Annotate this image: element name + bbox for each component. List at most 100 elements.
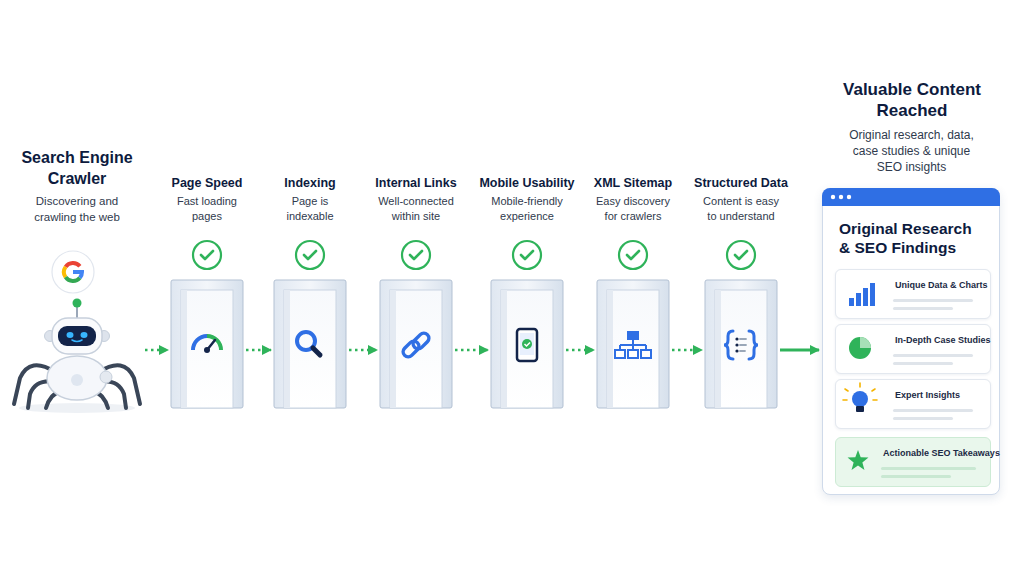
robot-crawler xyxy=(14,299,140,414)
robot-body xyxy=(47,356,107,400)
gate-subtitle: Well-connected within site xyxy=(374,194,458,224)
gate-depth xyxy=(284,290,290,408)
crawler-node: Search Engine CrawlerDiscovering and cra… xyxy=(12,300,142,410)
row-label: Unique Data & Charts xyxy=(895,280,1005,291)
gate-subtitle: Easy discovery for crawlers xyxy=(591,194,675,224)
robot-leg xyxy=(97,381,126,408)
robot-eye xyxy=(81,332,88,338)
check-circle xyxy=(513,241,541,269)
gate-subtitle: Content is easy to understand xyxy=(699,194,783,224)
chart-bar xyxy=(849,298,854,306)
robot-smile xyxy=(72,340,82,342)
card-heading: Original Research & SEO Findings xyxy=(839,219,979,257)
flow-arrow xyxy=(780,349,819,352)
chart-bar xyxy=(870,283,875,306)
gate-title: Indexing xyxy=(245,176,375,191)
gate-opening xyxy=(607,290,659,408)
gate-node: Mobile UsabilityMobile-friendly experien… xyxy=(491,280,563,408)
flow-arrow xyxy=(566,349,594,352)
placeholder-line xyxy=(881,467,976,470)
check-circle xyxy=(193,241,221,269)
gate-subtitle: Fast loading pages xyxy=(165,194,249,224)
flow-arrow xyxy=(672,349,702,352)
row-label: Actionable SEO Takeaways xyxy=(883,448,993,459)
bulb-rays xyxy=(843,383,877,400)
gauge-hub xyxy=(204,347,210,353)
check-circle xyxy=(727,241,755,269)
check-circle xyxy=(402,241,430,269)
sitemap-icon xyxy=(615,331,651,358)
sitemap-root xyxy=(627,331,639,340)
flow-arrow xyxy=(246,349,271,352)
flow-arrow xyxy=(145,349,168,352)
bulb-icon xyxy=(843,383,877,412)
chain-link-icon xyxy=(401,331,431,359)
magnifier-icon xyxy=(297,332,320,355)
row-label: In-Depth Case Studies xyxy=(895,335,1005,346)
check-mark xyxy=(304,251,316,259)
robot-leg xyxy=(14,365,55,404)
logo-blue-arc xyxy=(73,272,82,278)
phone-body xyxy=(517,329,537,361)
content-row: Unique Data & Charts xyxy=(835,269,991,319)
right-brace xyxy=(749,331,758,359)
gate-node: XML SitemapEasy discovery for crawlers xyxy=(597,280,669,408)
gate-title: Mobile Usability xyxy=(462,176,592,191)
placeholder-line xyxy=(893,299,973,302)
robot-legs xyxy=(14,365,140,408)
content-row: Expert Insights xyxy=(835,379,991,429)
check-circle xyxy=(619,241,647,269)
browser-window-decor xyxy=(822,188,1000,206)
speedometer-icon xyxy=(193,336,221,353)
gate-opening xyxy=(501,290,553,408)
window-dot xyxy=(831,195,835,199)
check-circle xyxy=(296,241,324,269)
star-icon xyxy=(848,450,869,470)
sitemap-leaf xyxy=(641,350,651,358)
code-lines xyxy=(740,339,746,351)
check-mark xyxy=(521,251,533,259)
gate-depth xyxy=(390,290,396,408)
phone-icon xyxy=(517,329,537,361)
check-mark xyxy=(627,251,639,259)
pie-body xyxy=(849,337,871,359)
robot-leg xyxy=(99,365,140,404)
gate-subtitle: Mobile-friendly experience xyxy=(485,194,569,224)
destination-title: Valuable Content Reached xyxy=(822,79,1002,121)
placeholder-line xyxy=(893,409,973,412)
gate-opening xyxy=(284,290,336,408)
sitemap-lines xyxy=(620,340,646,350)
window-dot xyxy=(839,195,843,199)
placeholder-line xyxy=(893,354,973,357)
pie-chart-icon xyxy=(849,337,871,359)
crawler-subtitle: Discovering and crawling the web xyxy=(22,193,132,225)
robot-antenna xyxy=(76,306,78,318)
phone-check-mark xyxy=(525,343,531,347)
gate-title: Internal Links xyxy=(351,176,481,191)
placeholder-line xyxy=(893,417,953,420)
logo-green-arc xyxy=(66,277,80,281)
sitemap-leaf xyxy=(615,350,625,358)
code-dot xyxy=(735,349,738,352)
chain-link xyxy=(411,331,431,351)
gate-node: Structured DataContent is easy to unders… xyxy=(705,280,777,408)
gate-node: Internal LinksWell-connected within site xyxy=(380,280,452,408)
gate-frame xyxy=(274,280,346,408)
crawler-title: Search Engine Crawler xyxy=(0,147,157,189)
left-brace xyxy=(724,331,733,359)
gate-depth xyxy=(181,290,187,408)
bulb-glass xyxy=(852,391,868,407)
gate-depth xyxy=(607,290,613,408)
row-label: Expert Insights xyxy=(895,390,1005,401)
content-row: In-Depth Case Studies xyxy=(835,324,991,374)
magnifier-lens xyxy=(297,332,315,350)
gate-frame xyxy=(597,280,669,408)
content-row: Actionable SEO Takeaways xyxy=(835,437,991,487)
chart-bar xyxy=(856,293,861,306)
robot-leg xyxy=(46,390,62,408)
robot-leg xyxy=(92,390,108,408)
robot-leg xyxy=(28,381,57,408)
magnifier-handle xyxy=(313,348,320,355)
logo-badge xyxy=(52,251,94,293)
